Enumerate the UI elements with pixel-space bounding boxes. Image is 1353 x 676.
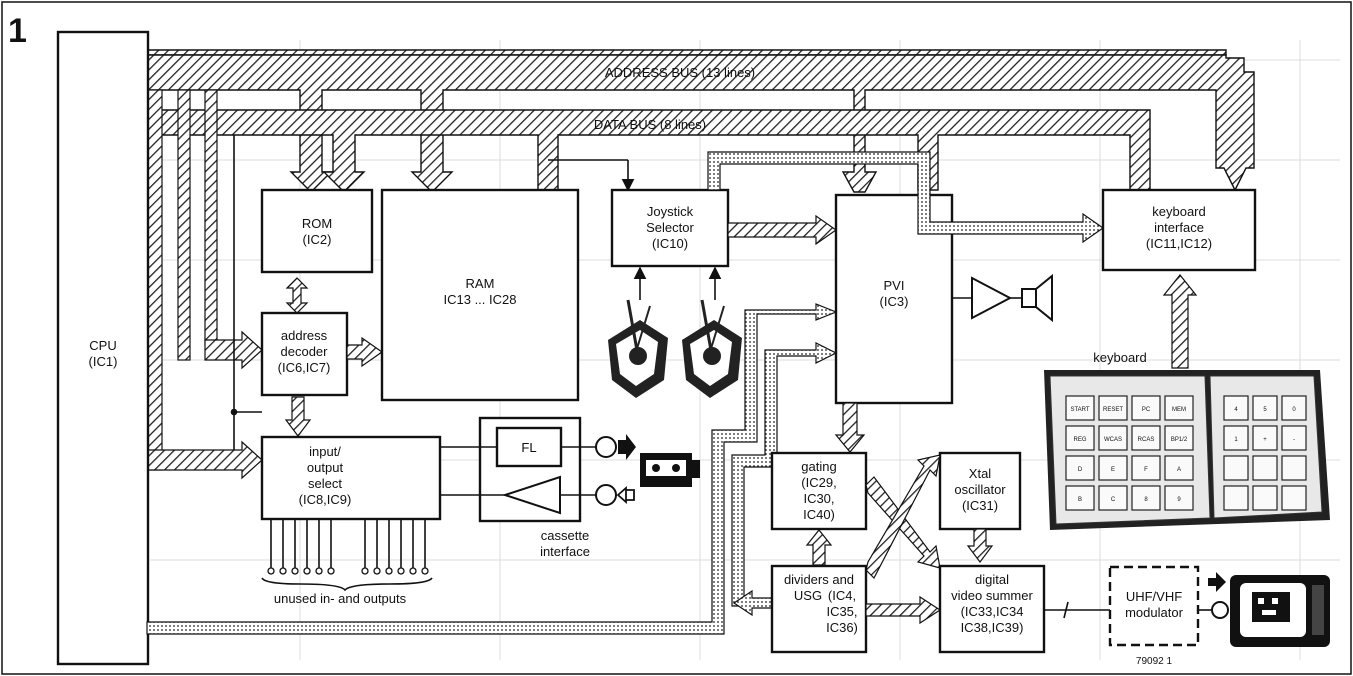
decoder-label-1: address bbox=[281, 328, 328, 343]
cassette-in-arrow-icon bbox=[618, 488, 634, 502]
speaker-icon bbox=[1022, 276, 1052, 320]
rf-out-arrow-icon bbox=[1208, 572, 1226, 592]
cpu-bus-stubs bbox=[147, 90, 262, 478]
io-ic: (IC8,IC9) bbox=[299, 492, 352, 507]
keyboard-key bbox=[1282, 486, 1306, 510]
keyboard-key-label: WCAS bbox=[1104, 437, 1122, 443]
gating-ic-2: IC30, bbox=[803, 491, 834, 506]
keyboard-key-label: + bbox=[1263, 437, 1267, 443]
joystick-right-icon bbox=[682, 300, 742, 398]
audio-amplifier bbox=[972, 278, 1010, 318]
address-bus-label: ADDRESS BUS (13 lines) bbox=[605, 65, 755, 80]
rom-ic: (IC2) bbox=[303, 232, 332, 247]
unused-io-pins bbox=[271, 519, 425, 568]
cassette-out-jack bbox=[596, 437, 616, 457]
io-label-1: input/ bbox=[309, 444, 341, 459]
pvi-gating-arrow bbox=[836, 403, 864, 452]
rom-block bbox=[262, 190, 372, 272]
joystick-lines bbox=[640, 268, 715, 300]
io-label-2: output bbox=[307, 460, 344, 475]
joystick-left-icon bbox=[608, 300, 668, 398]
cpu-label: CPU bbox=[89, 338, 116, 353]
dividers-label-1: dividers and bbox=[784, 572, 854, 587]
figure-number: 1 bbox=[8, 12, 27, 50]
rom-label: ROM bbox=[302, 216, 332, 231]
modulator-label-1: UHF/VHF bbox=[1126, 589, 1182, 604]
keyboard-key-label: B bbox=[1078, 497, 1082, 503]
dividers-ic-3: IC36) bbox=[826, 620, 858, 635]
keyboard-label: keyboard bbox=[1093, 350, 1146, 365]
filter-label: FL bbox=[521, 440, 536, 455]
keyboard-arrow bbox=[1164, 275, 1196, 368]
pvi-label: PVI bbox=[884, 278, 905, 293]
keyboard-key bbox=[1253, 486, 1277, 510]
decoder-ic: (IC6,IC7) bbox=[278, 360, 331, 375]
pvi-ic: (IC3) bbox=[880, 294, 909, 309]
data-bus-label: DATA BUS (8 lines) bbox=[594, 117, 706, 132]
dividers-label-2: USG bbox=[794, 588, 822, 603]
keyboard-key-label: D bbox=[1078, 467, 1083, 473]
ram-ic: IC13 ... IC28 bbox=[444, 292, 517, 307]
rf-out-jack bbox=[1212, 602, 1228, 618]
summer-label-2: video summer bbox=[951, 588, 1033, 603]
joystick-pvi-arrow bbox=[728, 216, 836, 244]
keyboard-key bbox=[1224, 456, 1248, 480]
cassette-label-2: interface bbox=[540, 544, 590, 559]
kbd-if-label-1: keyboard bbox=[1152, 204, 1205, 219]
keyboard-key-label: MEM bbox=[1172, 407, 1186, 413]
cassette-label-1: cassette bbox=[541, 528, 589, 543]
keyboard-key-label: A bbox=[1177, 467, 1181, 473]
keyboard-key-label: PC bbox=[1142, 407, 1151, 413]
xtal-ic: (IC31) bbox=[962, 498, 998, 513]
summer-ic-2: IC38,IC39) bbox=[961, 620, 1024, 635]
keyboard-key-label: E bbox=[1111, 467, 1115, 473]
joystick-label-2: Selector bbox=[646, 220, 694, 235]
cassette-in-jack bbox=[596, 485, 616, 505]
dividers-ic-2: IC35, bbox=[826, 604, 857, 619]
summer-label-1: digital bbox=[975, 572, 1009, 587]
cassette-recorder-icon bbox=[640, 453, 700, 487]
unused-io-terminals bbox=[268, 568, 428, 574]
television-icon bbox=[1230, 575, 1330, 647]
modulator-label-2: modulator bbox=[1125, 605, 1183, 620]
cassette-out-arrow-icon bbox=[618, 434, 636, 460]
gating-ic-1: (IC29, bbox=[801, 475, 836, 490]
decoder-label-2: decoder bbox=[281, 344, 329, 359]
gating-label: gating bbox=[801, 459, 836, 474]
keyboard-key-label: RESET bbox=[1103, 407, 1123, 413]
dividers-ic-1: (IC4, bbox=[828, 588, 856, 603]
ram-label: RAM bbox=[466, 276, 495, 291]
xtal-label-2: oscillator bbox=[954, 482, 1006, 497]
xtal-summer-arrow bbox=[968, 529, 992, 562]
dividers-summer-arrow bbox=[866, 597, 940, 623]
figure-code: 79092 1 bbox=[1136, 656, 1173, 667]
rom-decoder-arrow bbox=[287, 278, 307, 313]
keyboard-key-label: C bbox=[1111, 497, 1116, 503]
keyboard-key bbox=[1224, 486, 1248, 510]
decoder-io-arrow bbox=[286, 397, 310, 436]
gating-ic-3: IC40) bbox=[803, 507, 835, 522]
keyboard-key-label: BP1/2 bbox=[1171, 437, 1188, 443]
joystick-ic: (IC10) bbox=[652, 236, 688, 251]
joystick-label-1: Joystick bbox=[647, 204, 694, 219]
unused-io-brace bbox=[262, 578, 432, 590]
keyboard-key-label: F bbox=[1144, 467, 1148, 473]
keyboard-key-label: - bbox=[1293, 437, 1295, 443]
unused-io-label: unused in- and outputs bbox=[274, 591, 407, 606]
kbd-if-label-2: interface bbox=[1154, 220, 1204, 235]
cpu-ic: (IC1) bbox=[89, 354, 118, 369]
io-label-3: select bbox=[308, 476, 342, 491]
keyboard-key-label: REG bbox=[1073, 437, 1086, 443]
summer-ic-1: (IC33,IC34 bbox=[961, 604, 1024, 619]
xtal-label-1: Xtal bbox=[969, 466, 992, 481]
keyboard-key-label: RCAS bbox=[1138, 437, 1155, 443]
decoder-ram-arrow bbox=[347, 338, 382, 366]
keyboard-key-label: START bbox=[1070, 407, 1089, 413]
kbd-if-ic: (IC11,IC12) bbox=[1146, 236, 1212, 251]
keyboard-key bbox=[1253, 456, 1277, 480]
keyboard-key bbox=[1282, 456, 1306, 480]
